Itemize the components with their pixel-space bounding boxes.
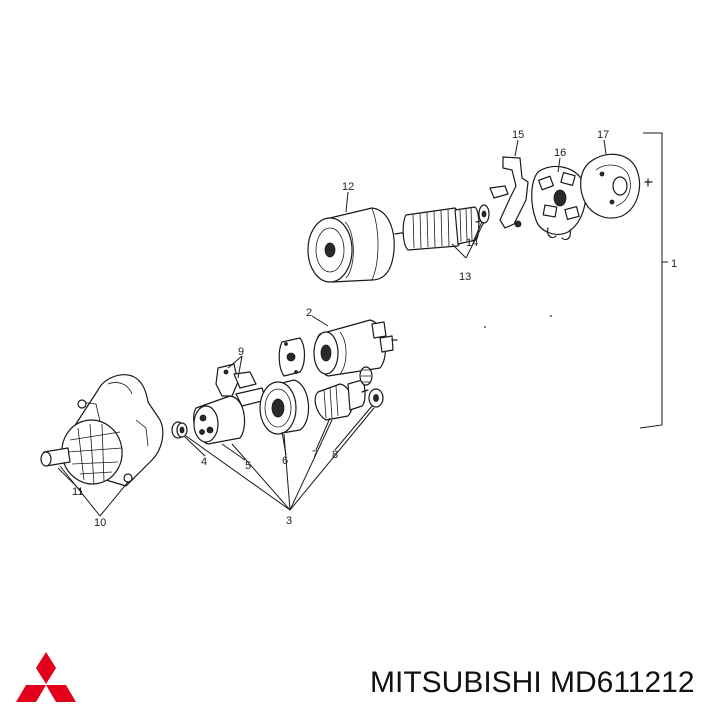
callout-5: 5	[245, 460, 251, 472]
part-2-solenoid	[278, 319, 398, 377]
logo-diamond-top	[36, 652, 56, 684]
part-14-washer	[478, 204, 490, 224]
callout-15: 15	[512, 129, 524, 141]
callout-9: 9	[238, 346, 244, 358]
part-7-pinion-shaft	[314, 379, 369, 421]
part-15-plate	[489, 156, 529, 229]
callout-3: 3	[286, 515, 292, 527]
callout-11: 11	[72, 486, 83, 498]
scan-dot	[550, 315, 552, 317]
callout-labels: 1 2 3 4 5 6 7 8 9 10 11 12 13 14 15 16 1…	[72, 129, 677, 529]
part-8-pinion-gear	[359, 366, 384, 408]
callout-12: 12	[342, 181, 354, 193]
part-10-front-bracket	[40, 374, 164, 487]
part-4-ring	[171, 421, 188, 439]
callout-17: 17	[597, 129, 609, 141]
callout-13: 13	[459, 271, 471, 283]
logo-diamond-right	[46, 685, 76, 702]
callout-2: 2	[306, 307, 312, 319]
brand-part-number: MITSUBISHI MD611212	[370, 666, 695, 699]
part-5-gear-block	[193, 387, 267, 445]
callout-14: 14	[466, 237, 478, 249]
callout-8: 8	[332, 449, 338, 461]
part-12-yoke	[307, 207, 395, 283]
scan-dot	[484, 326, 486, 328]
callout-1: 1	[671, 258, 677, 270]
callout-7: 7	[312, 449, 318, 461]
part-9-lever	[215, 363, 257, 397]
part-13-armature	[394, 206, 489, 251]
callout-10: 10	[94, 517, 106, 529]
part-16-brush-holder	[531, 165, 587, 241]
logo-diamond-left	[16, 685, 46, 702]
leader-lines	[57, 139, 607, 517]
callout-16: 16	[554, 147, 566, 159]
part-17-rear-cover	[580, 153, 653, 219]
callout-6: 6	[282, 455, 288, 467]
part-6-internal-gear	[259, 379, 310, 435]
assembly-bracket	[639, 132, 668, 429]
callout-4: 4	[201, 456, 207, 468]
mitsubishi-logo-icon	[16, 652, 76, 702]
